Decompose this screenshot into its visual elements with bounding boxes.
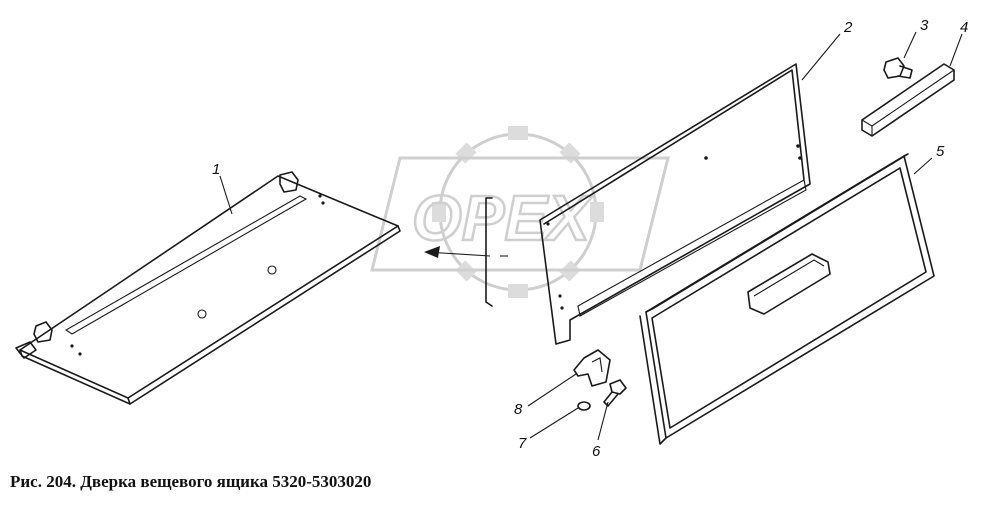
callout-1: 1 <box>212 161 220 178</box>
part-8-latch-bracket <box>573 349 611 387</box>
part-7-washer <box>577 401 591 411</box>
part-5-door-panel <box>639 153 935 445</box>
callout-4: 4 <box>960 19 968 36</box>
part-6-bolt <box>603 379 627 407</box>
leader-lines <box>219 31 963 441</box>
callout-7: 7 <box>518 435 527 452</box>
part-1-base-panel <box>15 171 401 405</box>
callout-labels: 1 2 3 4 5 6 7 8 <box>212 17 968 460</box>
watermark-text: OPEX <box>412 182 593 254</box>
callout-8: 8 <box>514 401 523 418</box>
watermark-logo: OPEX <box>370 126 670 298</box>
figure-caption: Рис. 204. Дверка вещевого ящика 5320-530… <box>10 472 372 491</box>
callout-2: 2 <box>843 19 853 36</box>
part-2-inner-panel <box>539 63 811 345</box>
callout-3: 3 <box>920 17 929 34</box>
part-3-screw <box>883 57 913 79</box>
part-4-seal-strip <box>861 63 955 137</box>
callout-5: 5 <box>936 143 945 160</box>
watermark-parallelogram <box>370 156 670 272</box>
callout-6: 6 <box>592 443 601 460</box>
assembly-arrow <box>424 197 508 307</box>
